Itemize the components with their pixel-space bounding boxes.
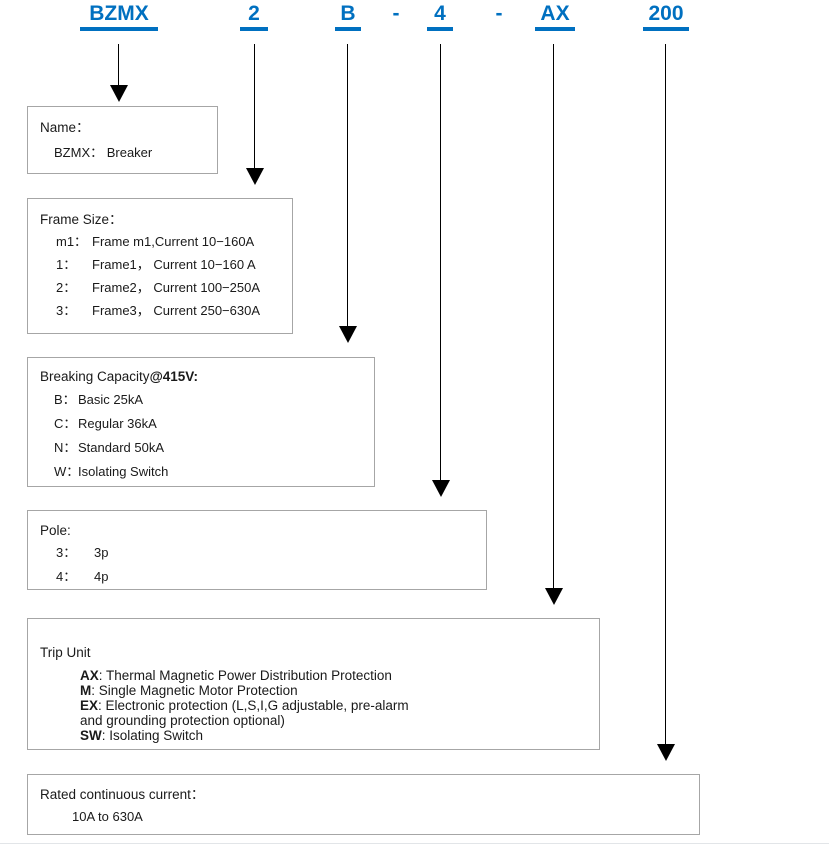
connector-line-pole xyxy=(440,44,441,481)
code-token-frame: 2 xyxy=(240,2,268,31)
connector-line-name xyxy=(118,44,119,86)
code-token-breaking-capacity: B xyxy=(335,2,361,31)
spec-box-name: Name： BZMX： Breaker xyxy=(27,106,218,174)
connector-line-breaking-capacity xyxy=(347,44,348,327)
breaking-capacity-option-row: C：Regular 36kA xyxy=(54,416,157,432)
trip-unit-option-desc: Electronic protection (L,S,I,G adjustabl… xyxy=(105,698,409,713)
spec-box-pole-title: Pole: xyxy=(40,523,71,538)
code-token-trip-unit-underline xyxy=(535,27,575,31)
trip-unit-option-desc: and grounding protection optional) xyxy=(80,713,285,728)
arrow-head-rated-current xyxy=(657,744,675,761)
code-token-name: BZMX xyxy=(80,2,158,31)
spec-box-rated-current: Rated continuous current： 10A to 630A xyxy=(27,774,700,835)
connector-line-rated-current xyxy=(665,44,666,745)
trip-unit-option-row-continuation: and grounding protection optional) xyxy=(80,713,285,728)
trip-unit-option-desc: Single Magnetic Motor Protection xyxy=(98,683,298,698)
arrow-head-pole xyxy=(432,480,450,497)
pole-option-value: 3p xyxy=(94,545,109,560)
frame-size-option-value: Frame1， Current 10−160 A xyxy=(92,257,256,272)
arrow-head-breaking-capacity xyxy=(339,326,357,343)
breaking-capacity-option-value: Standard 50kA xyxy=(78,440,165,455)
trip-unit-option-code: M xyxy=(80,683,92,698)
frame-size-option-row: 1： Frame1， Current 10−160 A xyxy=(56,257,256,273)
trip-unit-option-sep: : xyxy=(101,728,110,743)
arrow-head-name xyxy=(110,85,128,102)
breaking-capacity-option-key: N： xyxy=(54,440,77,455)
spec-box-breaking-capacity-title: Breaking Capacity@415V: xyxy=(40,369,198,385)
spec-box-name-title: Name： xyxy=(40,120,90,135)
trip-unit-option-code: EX xyxy=(80,698,99,713)
frame-size-option-value: Frame m1,Current 10−160A xyxy=(92,234,255,249)
trip-unit-option-code: SW xyxy=(80,728,102,743)
frame-size-option-row: 2： Frame2， Current 100−250A xyxy=(56,280,260,296)
product-code-header: BZMX 2 B - 4 - AX 200 xyxy=(0,0,829,46)
frame-size-option-key: 2： xyxy=(56,280,77,295)
trip-unit-option-sep: : xyxy=(98,698,106,713)
breaking-capacity-option-row: N：Standard 50kA xyxy=(54,440,164,456)
code-token-frame-text: 2 xyxy=(248,2,260,25)
code-token-trip-unit-text: AX xyxy=(540,2,570,25)
code-token-frame-underline xyxy=(240,27,268,31)
pole-option-row: 4： 4p xyxy=(56,569,108,585)
pole-option-row: 3： 3p xyxy=(56,545,108,561)
breaking-capacity-option-key: C： xyxy=(54,416,77,431)
code-separator-2: - xyxy=(495,2,503,25)
breaking-capacity-title-plain: Breaking Capacity xyxy=(40,369,150,384)
spec-box-pole: Pole: 3： 3p 4： 4p xyxy=(27,510,487,590)
code-token-rated-current: 200 xyxy=(643,2,689,31)
pole-option-key: 4： xyxy=(56,569,77,584)
code-token-pole-underline xyxy=(427,27,453,31)
connector-line-frame xyxy=(254,44,255,169)
frame-size-option-key: 1： xyxy=(56,257,77,272)
code-token-rated-current-text: 200 xyxy=(648,2,684,25)
frame-size-option-value: Frame3， Current 250−630A xyxy=(92,303,261,318)
breaking-capacity-option-row: W：Isolating Switch xyxy=(54,464,168,480)
trip-unit-option-code: AX xyxy=(80,668,99,683)
pole-option-key: 3： xyxy=(56,545,77,560)
trip-unit-option-row: M: Single Magnetic Motor Protection xyxy=(80,683,298,698)
spec-box-trip-unit: Trip Unit AX: Thermal Magnetic Power Dis… xyxy=(27,618,600,750)
arrow-head-frame xyxy=(246,168,264,185)
bottom-divider xyxy=(0,843,829,844)
connector-line-trip-unit xyxy=(553,44,554,589)
arrow-head-trip-unit xyxy=(545,588,563,605)
breaking-capacity-title-emph: @415V xyxy=(149,369,194,384)
code-token-name-text: BZMX xyxy=(89,2,149,25)
breaking-capacity-option-key: B： xyxy=(54,392,76,407)
frame-size-option-key: m1： xyxy=(56,234,88,249)
code-token-trip-unit: AX xyxy=(535,2,575,31)
code-token-pole-text: 4 xyxy=(434,2,446,25)
spec-box-breaking-capacity: Breaking Capacity@415V: B：Basic 25kA C：R… xyxy=(27,357,375,487)
code-separator-1: - xyxy=(392,2,400,25)
trip-unit-option-desc: Thermal Magnetic Power Distribution Prot… xyxy=(106,668,392,683)
spec-box-frame-size-title: Frame Size： xyxy=(40,212,123,227)
frame-size-option-value: Frame2， Current 100−250A xyxy=(92,280,261,295)
breaking-capacity-option-value: Regular 36kA xyxy=(78,416,157,431)
code-token-pole: 4 xyxy=(427,2,453,31)
frame-size-option-key: 3： xyxy=(56,303,77,318)
breaking-capacity-title-tail: : xyxy=(193,369,199,384)
trip-unit-option-row: AX: Thermal Magnetic Power Distribution … xyxy=(80,668,392,683)
spec-box-rated-current-title: Rated continuous current： xyxy=(40,787,205,802)
pole-option-value: 4p xyxy=(94,569,109,584)
trip-unit-option-sep: : xyxy=(98,668,107,683)
spec-box-trip-unit-title: Trip Unit xyxy=(40,645,91,660)
spec-box-rated-current-row: 10A to 630A xyxy=(72,809,143,824)
trip-unit-option-row: SW: Isolating Switch xyxy=(80,728,203,743)
breaking-capacity-option-value: Basic 25kA xyxy=(78,392,144,407)
trip-unit-option-sep: : xyxy=(91,683,99,698)
breaking-capacity-option-value: Isolating Switch xyxy=(78,464,169,479)
trip-unit-option-row: EX: Electronic protection (L,S,I,G adjus… xyxy=(80,698,409,713)
frame-size-option-row: 3： Frame3， Current 250−630A xyxy=(56,303,260,319)
spec-box-frame-size: Frame Size： m1：Frame m1,Current 10−160A … xyxy=(27,198,293,334)
trip-unit-option-desc: Isolating Switch xyxy=(109,728,204,743)
frame-size-option-row: m1： Frame m1,Current 10−160A xyxy=(56,234,254,250)
code-token-name-underline xyxy=(80,27,158,31)
breaking-capacity-option-key: W： xyxy=(54,464,80,479)
code-token-breaking-capacity-text: B xyxy=(340,2,356,25)
breaking-capacity-option-row: B：Basic 25kA xyxy=(54,392,143,408)
code-token-rated-current-underline xyxy=(643,27,689,31)
code-token-breaking-capacity-underline xyxy=(335,27,361,31)
spec-box-name-row: BZMX： Breaker xyxy=(54,145,153,160)
